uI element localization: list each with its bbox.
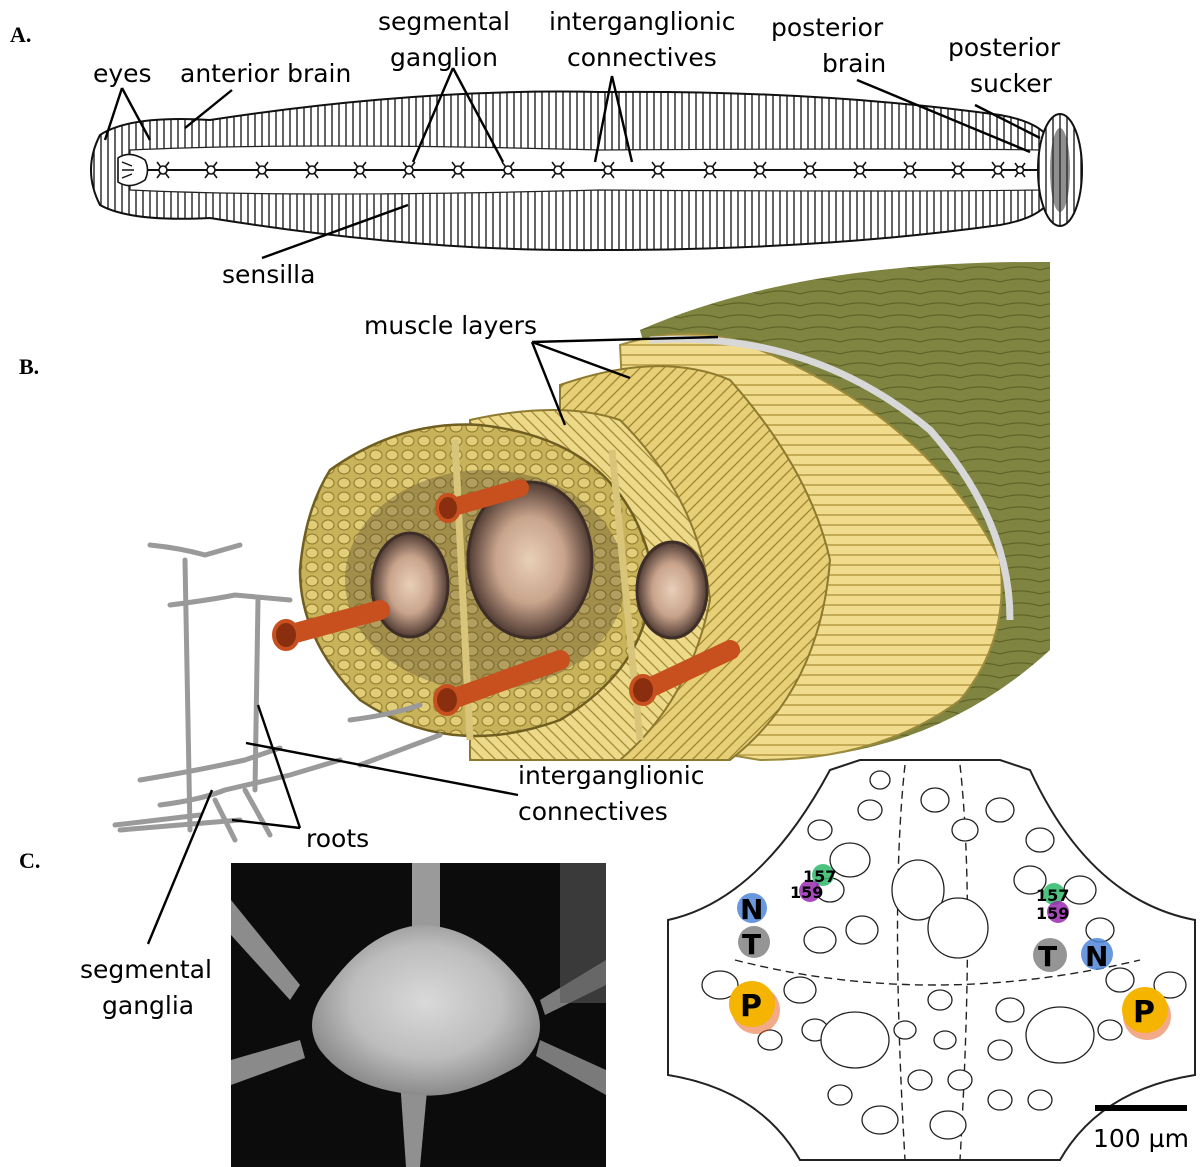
anterior-brain-shape (118, 154, 148, 185)
label-posterior-sucker-2: sucker (970, 69, 1053, 98)
label-segmental-ganglion-2: ganglion (390, 43, 498, 72)
label-posterior-brain-1: posterior (771, 13, 884, 42)
label-p-right: P (1133, 995, 1155, 1030)
label-muscle-layers: muscle layers (364, 311, 537, 340)
panel-label-c: C. (19, 848, 40, 873)
panel-label-a: A. (10, 22, 31, 47)
label-segmental-ganglia-2: ganglia (102, 991, 194, 1020)
label-interganglionic-b-2: connectives (518, 797, 668, 826)
label-posterior-brain-2: brain (822, 49, 886, 78)
label-segmental-ganglia-1: segmental (80, 955, 212, 984)
label-t-left: T (742, 928, 761, 961)
label-n-left: N (740, 893, 763, 926)
label-roots: roots (306, 824, 369, 853)
scale-bar-label: 100 µm (1093, 1124, 1189, 1153)
posterior-sucker-shape (1038, 114, 1082, 226)
ganglion-micrograph (231, 863, 606, 1167)
panel-label-b: B. (19, 354, 39, 379)
label-interganglionic-1: interganglionic (549, 7, 735, 36)
label-segmental-ganglion-1: segmental (378, 7, 510, 36)
label-159-right: 159 (1036, 904, 1069, 923)
label-posterior-sucker-1: posterior (948, 33, 1061, 62)
label-p-left: P (740, 989, 762, 1024)
label-t-right: T (1038, 940, 1057, 973)
label-sensilla: sensilla (222, 260, 315, 289)
label-interganglionic-b-1: interganglionic (518, 761, 704, 790)
leech-body-illustration (91, 92, 1082, 251)
label-n-right: N (1085, 940, 1108, 973)
label-eyes: eyes (93, 59, 152, 88)
body-cutaway-illustration (115, 262, 1050, 840)
label-anterior-brain: anterior brain (180, 59, 351, 88)
label-157-right: 157 (1036, 886, 1069, 905)
label-interganglionic-2: connectives (567, 43, 717, 72)
label-159-left: 159 (790, 883, 823, 902)
ganglion-neuron-map: 157 159 N T P 157 159 T N P (668, 760, 1195, 1160)
